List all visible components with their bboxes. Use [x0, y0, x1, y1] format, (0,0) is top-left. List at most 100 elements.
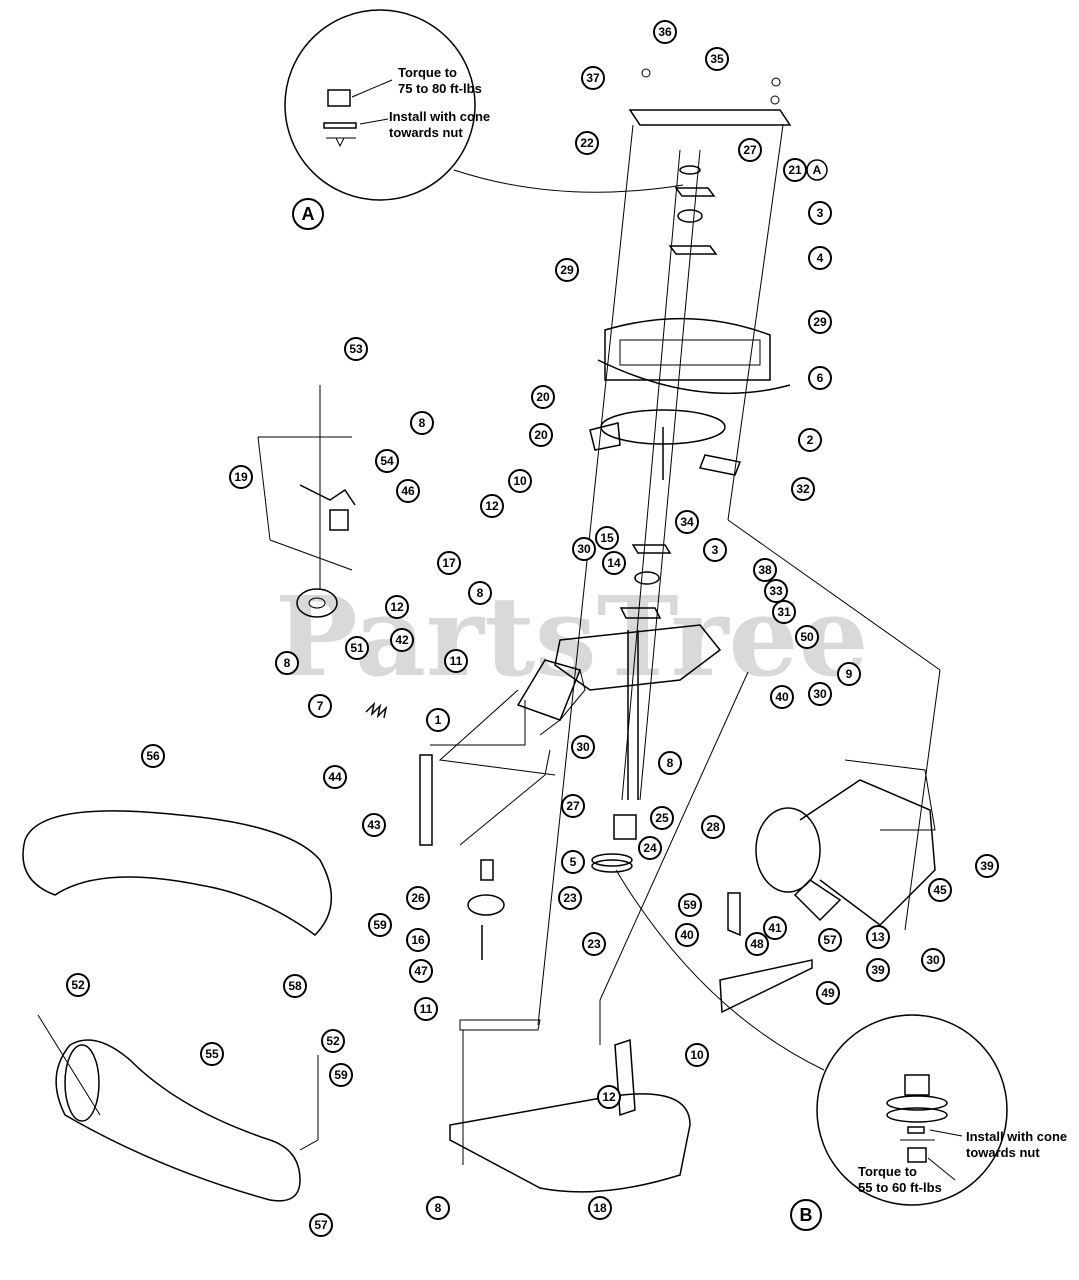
svg-text:52: 52 — [326, 1034, 340, 1048]
callout-9: 9 — [837, 662, 861, 686]
callout-40: 40 — [675, 923, 699, 947]
callout-14: 14 — [602, 551, 626, 575]
detail-b-install-line1: Install with cone — [966, 1129, 1067, 1144]
callout-8: 8 — [275, 651, 299, 675]
callout-6: 6 — [808, 366, 832, 390]
callout-52: 52 — [321, 1029, 345, 1053]
callout-35: 35 — [705, 47, 729, 71]
svg-text:50: 50 — [800, 630, 814, 644]
blower-assembly — [22, 68, 941, 1202]
callout-8: 8 — [468, 581, 492, 605]
callout-51: 51 — [345, 636, 369, 660]
callout-29: 29 — [555, 258, 579, 282]
callout-39: 39 — [975, 854, 999, 878]
svg-text:13: 13 — [871, 930, 885, 944]
callout-11: 11 — [444, 649, 468, 673]
svg-text:29: 29 — [560, 263, 574, 277]
callout-12: 12 — [597, 1085, 621, 1109]
callout-32: 32 — [791, 477, 815, 501]
detail-a-install-line2: towards nut — [389, 125, 463, 140]
callout-27: 27 — [738, 138, 762, 162]
detail-a-torque-line2: 75 to 80 ft-lbs — [398, 81, 482, 96]
callout-56: 56 — [141, 744, 165, 768]
callout-29: 29 — [808, 310, 832, 334]
callout-30: 30 — [572, 537, 596, 561]
callout-17: 17 — [437, 551, 461, 575]
svg-text:12: 12 — [485, 499, 499, 513]
svg-text:8: 8 — [419, 416, 426, 430]
pulley — [467, 894, 505, 916]
svg-text:45: 45 — [933, 883, 947, 897]
svg-text:36: 36 — [658, 25, 672, 39]
callout-30: 30 — [571, 735, 595, 759]
svg-text:42: 42 — [395, 633, 409, 647]
detail-a: Torque to 75 to 80 ft-lbs Install with c… — [284, 9, 684, 230]
svg-text:18: 18 — [593, 1201, 607, 1215]
svg-text:4: 4 — [817, 251, 824, 265]
callout-8: 8 — [658, 751, 682, 775]
callout-8: 8 — [410, 411, 434, 435]
svg-text:32: 32 — [796, 482, 810, 496]
svg-text:7: 7 — [317, 699, 324, 713]
svg-text:48: 48 — [750, 937, 764, 951]
svg-text:8: 8 — [284, 656, 291, 670]
callout-45: 45 — [928, 878, 952, 902]
callout-18: 18 — [588, 1196, 612, 1220]
callout-50: 50 — [795, 625, 819, 649]
svg-text:38: 38 — [758, 563, 772, 577]
svg-text:57: 57 — [314, 1218, 328, 1232]
svg-text:A: A — [813, 163, 822, 177]
top-plate — [628, 109, 792, 126]
callout-19: 19 — [229, 465, 253, 489]
callout-15: 15 — [595, 526, 619, 550]
callout-11: 11 — [414, 997, 438, 1021]
callout-31: 31 — [772, 600, 796, 624]
svg-text:54: 54 — [380, 454, 394, 468]
callout-59: 59 — [368, 913, 392, 937]
callout-53: 53 — [344, 337, 368, 361]
detail-b-install-line2: towards nut — [966, 1145, 1040, 1160]
callout-44: 44 — [323, 765, 347, 789]
callout-12: 12 — [480, 494, 504, 518]
svg-text:25: 25 — [655, 811, 669, 825]
svg-text:23: 23 — [563, 891, 577, 905]
svg-text:11: 11 — [420, 1002, 433, 1016]
svg-text:17: 17 — [442, 556, 456, 570]
callout-33: 33 — [764, 579, 788, 603]
callout-23: 23 — [558, 886, 582, 910]
svg-text:8: 8 — [477, 586, 484, 600]
svg-text:30: 30 — [577, 542, 591, 556]
detail-b-torque-line2: 55 to 60 ft-lbs — [858, 1180, 942, 1195]
nut-shape — [327, 89, 351, 107]
detail-b-letter: B — [800, 1205, 813, 1225]
callout-10: 10 — [685, 1043, 709, 1067]
callout-38: 38 — [753, 558, 777, 582]
svg-text:15: 15 — [600, 531, 614, 545]
svg-text:23: 23 — [587, 937, 601, 951]
svg-text:3: 3 — [712, 543, 719, 557]
callout-52: 52 — [66, 973, 90, 997]
callout-20: 20 — [531, 385, 555, 409]
callout-41: 41 — [763, 916, 787, 940]
svg-text:9: 9 — [846, 667, 853, 681]
svg-text:30: 30 — [576, 740, 590, 754]
callout-57: 57 — [818, 928, 842, 952]
svg-text:3: 3 — [817, 206, 824, 220]
callout-47: 47 — [409, 959, 433, 983]
svg-text:6: 6 — [817, 371, 824, 385]
callout-30: 30 — [808, 682, 832, 706]
svg-text:14: 14 — [607, 556, 621, 570]
svg-text:39: 39 — [980, 859, 994, 873]
detail-a-letter: A — [302, 204, 315, 224]
svg-text:46: 46 — [401, 484, 415, 498]
handle-frame — [449, 1093, 691, 1193]
svg-text:41: 41 — [768, 921, 782, 935]
callout-10: 10 — [508, 469, 532, 493]
callout-5: 5 — [561, 850, 585, 874]
callout-36: 36 — [653, 20, 677, 44]
svg-text:19: 19 — [234, 470, 248, 484]
callout-58: 58 — [283, 974, 307, 998]
